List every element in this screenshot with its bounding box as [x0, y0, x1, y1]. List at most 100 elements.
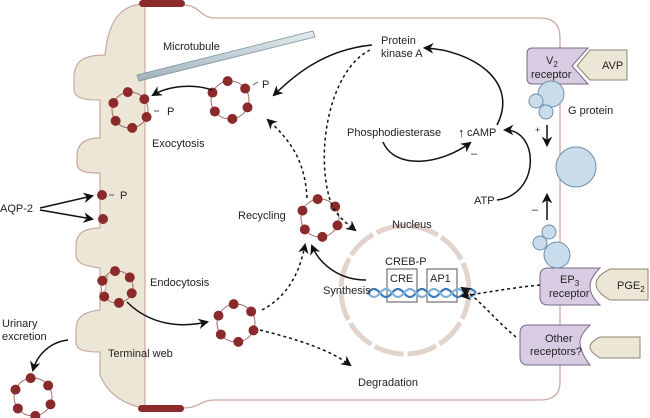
- label-atp: ATP: [474, 195, 495, 207]
- ep3-receptor: [539, 267, 602, 306]
- label-exocytosis: Exocytosis: [152, 138, 205, 150]
- aqp2-dot: [113, 297, 124, 308]
- v2-receptor: [526, 47, 590, 85]
- arrow-atp-to-camp: [496, 124, 531, 201]
- label-v2-receptor: receptor: [531, 69, 572, 81]
- aqp2-dot: [10, 384, 21, 395]
- label-microtubule: Microtubule: [163, 41, 220, 53]
- g-protein-gamma: [538, 104, 554, 120]
- aqp2-dot: [332, 220, 343, 231]
- aqp2-dot: [213, 310, 224, 321]
- label-other-1: Other: [545, 333, 573, 345]
- microtubule: [136, 30, 316, 82]
- gi-protein-beta: [532, 235, 548, 251]
- arrow-urinary: [30, 339, 69, 373]
- aqp2-dot: [312, 194, 323, 205]
- label-pka-1: Protein: [381, 35, 416, 47]
- tight-junction-bottom: [138, 405, 184, 412]
- label-cre: CRE: [390, 273, 413, 285]
- aqp2-dot: [126, 288, 137, 299]
- label-degradation: Degradation: [358, 377, 418, 389]
- label-minus-pde: –: [471, 148, 478, 160]
- label-phosphodiesterase: Phosphodiesterase: [347, 127, 441, 139]
- aqp2-dot: [108, 97, 119, 108]
- aqp2-dot: [139, 94, 150, 105]
- label-recycling: Recycling: [238, 210, 286, 222]
- apical-terminal-web: [73, 3, 146, 409]
- aqp2-membrane-dot-p: [97, 190, 107, 200]
- label-nucleus: Nucleus: [392, 219, 432, 231]
- aqp2-dot: [12, 403, 23, 414]
- label-camp-arrow: ↑: [458, 125, 465, 140]
- aqp2-dot: [124, 272, 135, 283]
- aqp2-dot: [227, 113, 238, 124]
- aqp2-dot: [233, 336, 244, 347]
- label-pka-2: kinase A: [381, 48, 423, 60]
- label-p-exo: P: [167, 106, 174, 118]
- arrow-pka-to-nucleus: [323, 49, 371, 232]
- aqp2-dot: [43, 380, 54, 391]
- aqp2-dot: [246, 306, 257, 317]
- label-urinary-2: excretion: [2, 331, 47, 343]
- aqp2-dot: [127, 122, 138, 133]
- other-receptor: [519, 324, 592, 366]
- dna-helix: [367, 287, 477, 299]
- g-protein-beta: [528, 93, 544, 109]
- aqp2-dot: [141, 112, 152, 123]
- arrow-synthesis: [310, 244, 367, 281]
- label-camp: cAMP: [467, 127, 496, 139]
- aqp2-dot: [25, 373, 36, 384]
- aqp2-dot: [297, 205, 308, 216]
- arrow-pde-to-camp: [382, 141, 472, 162]
- aqp2-dot: [110, 266, 121, 277]
- label-ep3: EP3: [560, 274, 580, 288]
- aqp2-dot: [122, 87, 133, 98]
- label-creb-p: CREB-P: [385, 256, 427, 268]
- label-urinary-1: Urinary: [2, 318, 38, 330]
- cre-box: [386, 268, 418, 303]
- arrow-degradation: [259, 329, 352, 367]
- label-minus-gi: –: [532, 204, 539, 216]
- label-ap1: AP1: [430, 273, 451, 285]
- label-endocytosis: Endocytosis: [150, 277, 210, 289]
- aqp2-dot: [215, 329, 226, 340]
- aqp2-dot: [97, 275, 108, 286]
- arrow-aqp2-1: [39, 192, 95, 209]
- aqp2-dot: [317, 231, 328, 242]
- label-p-vesicle: P: [262, 79, 269, 91]
- arrow-ep3-to-dna: [459, 284, 541, 301]
- label-g-protein: G protein: [568, 105, 613, 117]
- arrow-recycling-to-vesicle: [266, 118, 308, 199]
- cell-membrane: [182, 4, 561, 409]
- label-terminal-web: Terminal web: [108, 348, 173, 360]
- arrow-endo-to-recycling: [261, 242, 309, 311]
- label-plus: +: [535, 125, 540, 135]
- arrow-endocytosis: [126, 301, 210, 329]
- aqp2-dot: [222, 76, 233, 87]
- gi-protein-gamma: [541, 224, 557, 240]
- aqp2-dot: [45, 399, 56, 410]
- aqp2-dot: [209, 106, 220, 117]
- aqp2-dot: [330, 201, 341, 212]
- label-p-membrane: P: [120, 190, 127, 202]
- aqp2-dot: [299, 224, 310, 235]
- pge2-ligand: [595, 268, 649, 301]
- aqp2-dot: [99, 291, 110, 302]
- adenylyl-cyclase: [555, 146, 597, 188]
- other-ligand: [589, 336, 641, 359]
- label-synthesis: Synthesis: [323, 285, 371, 297]
- aqp2-dot: [110, 115, 121, 126]
- arrow-camp-to-pka: [422, 43, 504, 126]
- label-pge2: PGE2: [617, 280, 645, 294]
- label-ep3-receptor: receptor: [549, 288, 590, 300]
- aqp2-dot: [242, 102, 253, 113]
- arrow-aqp2-2: [39, 209, 95, 223]
- aqp2-dot: [30, 410, 41, 418]
- tight-junction-top: [139, 0, 185, 7]
- avp-ligand: [576, 49, 628, 81]
- label-aqp2: AQP-2: [0, 203, 33, 215]
- aqp2-membrane-dot: [98, 214, 108, 224]
- label-v2: V2: [546, 55, 558, 69]
- aqp2-dot: [240, 83, 251, 94]
